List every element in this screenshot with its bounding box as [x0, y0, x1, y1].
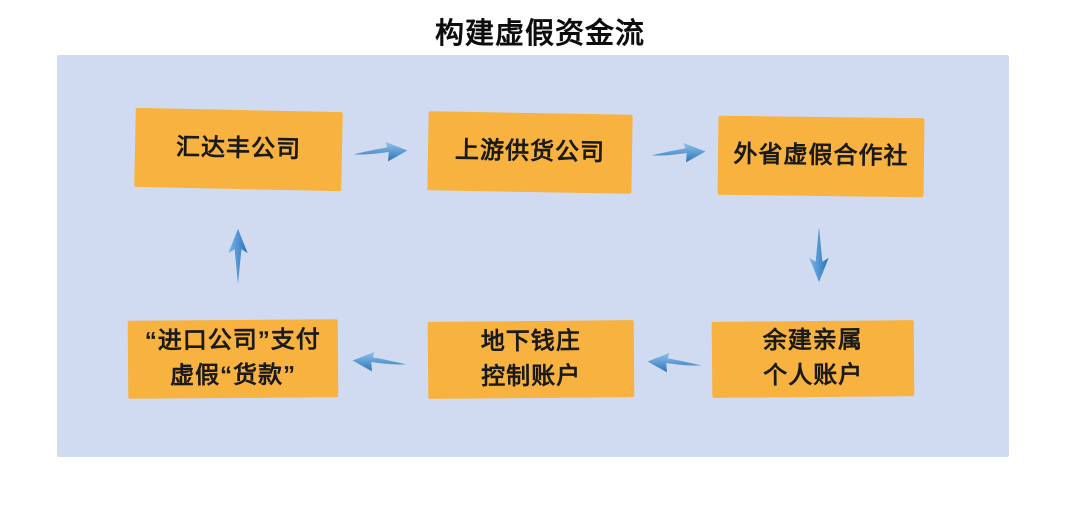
node-relatives-personal-account: 余建亲属 个人账户 [711, 320, 915, 398]
arrow-up-icon [228, 229, 248, 285]
node-underground-bank-account: 地下钱庄 控制账户 [427, 320, 635, 399]
arrow-left-icon [352, 351, 407, 372]
page-title: 构建虚假资金流 [434, 18, 645, 50]
node-upstream-supplier: 上游供货公司 [427, 111, 633, 194]
arrow-left-icon [647, 352, 702, 373]
node-fake-cooperative: 外省虚假合作社 [717, 115, 925, 198]
arrow-right-icon [651, 142, 706, 163]
node-huidafeng-company: 汇达丰公司 [134, 107, 343, 192]
arrow-down-icon [809, 226, 829, 282]
node-import-company-payment: “进口公司”支付 虚假“货款” [127, 319, 339, 399]
arrow-right-icon [353, 141, 408, 162]
